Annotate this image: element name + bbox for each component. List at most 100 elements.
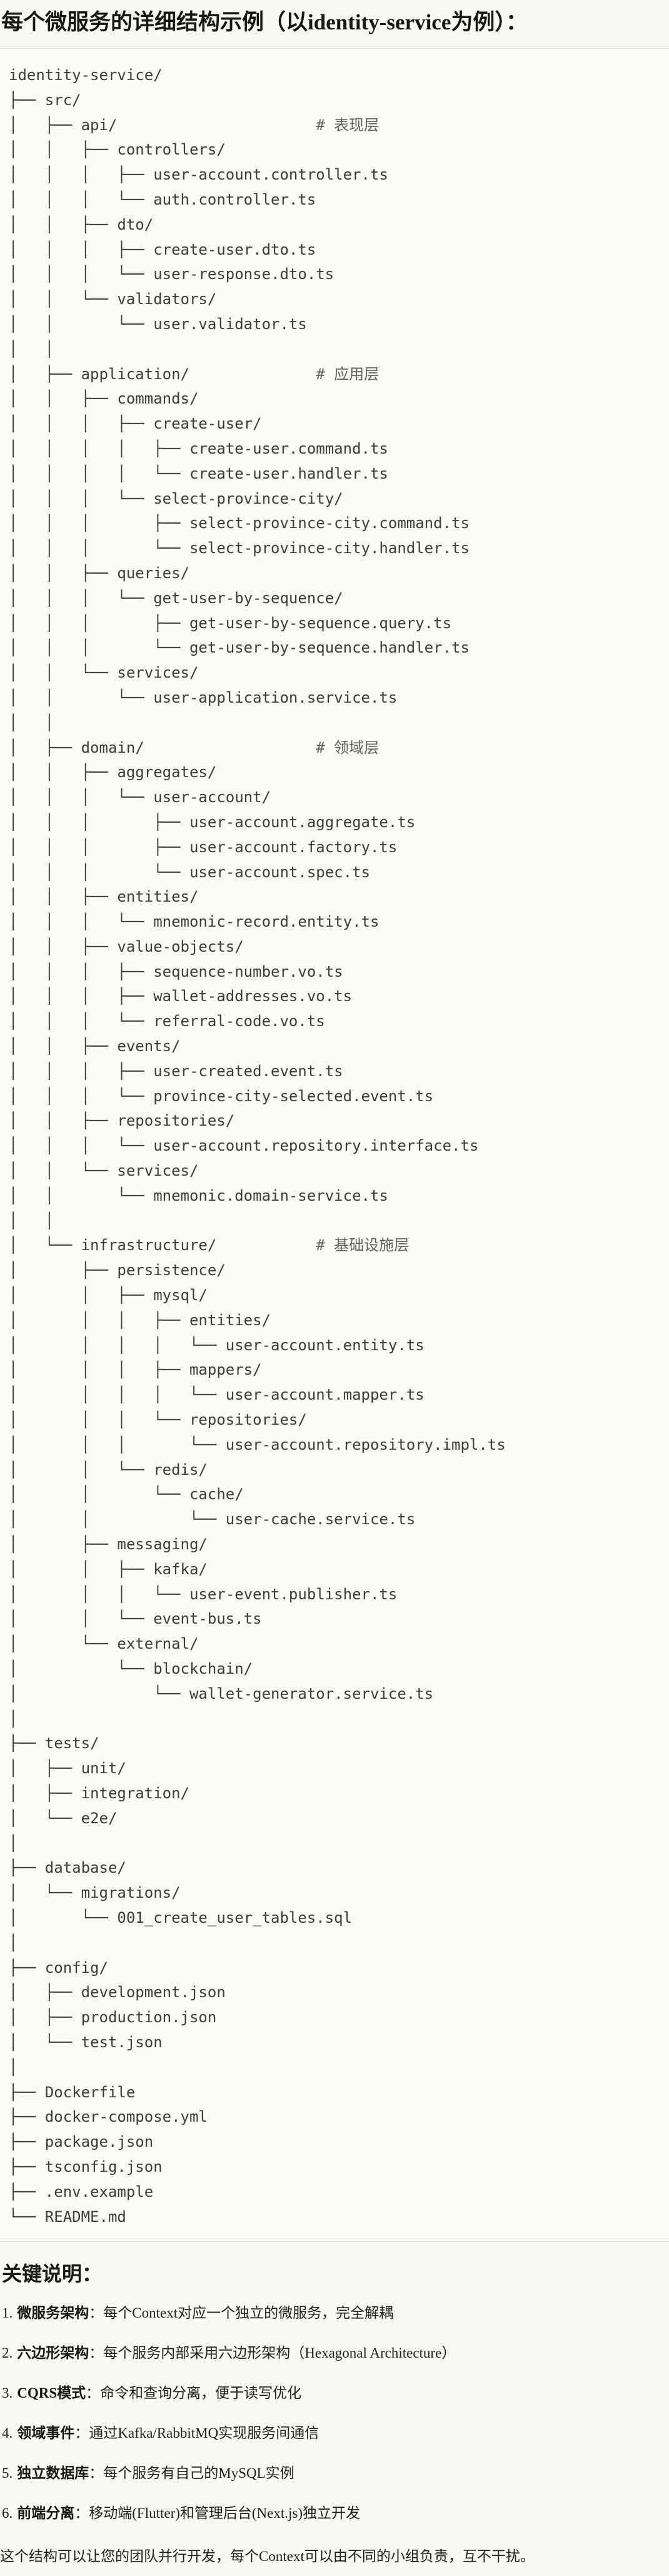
- tree-line: │ │: [9, 340, 54, 358]
- note-description: ：每个服务内部采用六边形架构（Hexagonal Architecture）: [89, 2345, 456, 2361]
- note-description: ：通过Kafka/RabbitMQ实现服务间通信: [74, 2425, 319, 2441]
- tree-line: │ │ │ └── user-event.publisher.ts: [9, 1585, 398, 1603]
- tree-line: │ │ │ └── auth.controller.ts: [9, 190, 316, 208]
- tree-line: │ │ │ │ └── user-account.mapper.ts: [9, 1386, 425, 1404]
- tree-line: │ │ ├── controllers/: [9, 141, 226, 159]
- tree-line: │ │ └── services/: [9, 1162, 199, 1180]
- tree-line: │ ├── unit/: [9, 1759, 126, 1778]
- tree-line: │ └── test.json: [9, 2033, 163, 2051]
- tree-line: ├── database/: [9, 1859, 126, 1877]
- note-number: 5.: [2, 2465, 13, 2482]
- tree-line: │ │ │ └── repositories/: [9, 1411, 307, 1429]
- page-title: 每个微服务的详细结构示例（以identity-service为例）：: [1, 10, 528, 34]
- tree-line: │ │ │ └── user-account/: [9, 788, 271, 807]
- tree-line: │ └── migrations/: [9, 1884, 181, 1902]
- tree-line: │ ├── production.json: [9, 2008, 217, 2027]
- tree-line: │ └── 001_create_user_tables.sql: [9, 1908, 353, 1927]
- tree-line: │ │ └── user-cache.service.ts: [9, 1510, 416, 1529]
- tree-line: ├── .env.example: [9, 2182, 154, 2201]
- note-item: 2.六边形架构：每个服务内部采用六边形架构（Hexagonal Architec…: [2, 2344, 669, 2362]
- note-item: 1.微服务架构：每个Context对应一个独立的微服务，完全解耦: [2, 2304, 669, 2322]
- tree-line: │ │ ├── aggregates/: [9, 763, 217, 781]
- tree-line: identity-service/: [9, 66, 163, 84]
- tree-line: │ │ ├── entities/: [9, 888, 199, 906]
- note-number: 6.: [2, 2505, 13, 2522]
- tree-line: │ │ │ └── get-user-by-sequence/: [9, 589, 343, 607]
- tree-line: │ │ │ └── referral-code.vo.ts: [9, 1012, 325, 1031]
- tree-line: │ │ │ └── user-response.dto.ts: [9, 265, 334, 283]
- tree-line: │ │ │ ├── create-user.dto.ts: [9, 240, 316, 258]
- note-term: CQRS模式: [17, 2385, 86, 2401]
- tree-line: │ │ │ │ └── create-user.handler.ts: [9, 464, 388, 482]
- tree-line: ├── package.json: [9, 2133, 154, 2151]
- tree-line: │ └── blockchain/: [9, 1660, 253, 1677]
- tree-line: │ │ │ └── province-city-selected.event.t…: [9, 1087, 434, 1105]
- tree-line: │ │ │ ├── user-created.event.ts: [9, 1062, 343, 1080]
- tree-line: │ │ │ ├── mappers/: [9, 1361, 262, 1379]
- tree-line: │ ├── development.json: [9, 1983, 226, 2002]
- tree-line: │ │ │ ├── select-province-city.command.t…: [9, 514, 470, 532]
- tree-comment: # 应用层: [316, 365, 380, 383]
- tree-line: ├── docker-compose.yml: [9, 2108, 208, 2126]
- tree-line: │ │ │ └── get-user-by-sequence.handler.t…: [9, 639, 470, 657]
- tree-line: ├── Dockerfile: [9, 2083, 136, 2101]
- note-number: 3.: [2, 2385, 13, 2401]
- note-number: 4.: [2, 2425, 13, 2441]
- tree-line: │ └── infrastructure/ # 基础设施层: [9, 1236, 410, 1255]
- note-term: 独立数据库: [17, 2465, 89, 2482]
- tree-line: │ │ │ ├── entities/: [9, 1311, 271, 1329]
- notes-heading: 关键说明：: [2, 2263, 103, 2286]
- tree-line: │ │ │ ├── user-account.controller.ts: [9, 166, 388, 184]
- tree-line: │ │ └── services/: [9, 664, 199, 682]
- tree-line: │ │ └── mnemonic.domain-service.ts: [9, 1186, 388, 1204]
- tree-line: │ │ ├── repositories/: [9, 1112, 235, 1130]
- tree-line: │ ├── messaging/: [9, 1535, 208, 1554]
- tree-line: ├── config/: [9, 1958, 108, 1977]
- tree-line: │ │: [9, 713, 54, 731]
- note-term: 领域事件: [17, 2425, 75, 2441]
- tree-line: │ ├── domain/ # 领域层: [9, 738, 380, 756]
- tree-line: │: [9, 1709, 18, 1728]
- tree-line: └── README.md: [9, 2207, 126, 2226]
- note-item: 3.CQRS模式：命令和查询分离，便于读写优化: [2, 2384, 669, 2402]
- note-term: 微服务架构: [17, 2305, 89, 2321]
- tree-line: │ │ ├── events/: [9, 1037, 181, 1056]
- tree-line: ├── tests/: [9, 1734, 99, 1753]
- tree-line: │ ├── integration/: [9, 1784, 189, 1802]
- tree-line: │ │ └── event-bus.ts: [9, 1610, 262, 1628]
- tree-line: │ │ ├── commands/: [9, 390, 199, 408]
- note-item: 6.前端分离：移动端(Flutter)和管理后台(Next.js)独立开发: [2, 2504, 669, 2522]
- tree-line: │ │ └── user-application.service.ts: [9, 688, 398, 706]
- tree-line: │ ├── api/ # 表现层: [9, 116, 380, 134]
- tree-line: │ │: [9, 1211, 54, 1229]
- tree-line: │ │ │ └── select-province-city/: [9, 489, 343, 507]
- tree-line: │ │ │ ├── create-user/: [9, 415, 262, 433]
- tree-line: │: [9, 1933, 18, 1952]
- tree-line: │ │ │ └── user-account.spec.ts: [9, 863, 370, 881]
- tree-line: │ └── external/: [9, 1635, 199, 1653]
- note-item: 4.领域事件：通过Kafka/RabbitMQ实现服务间通信: [2, 2424, 669, 2442]
- tree-line: │ │ └── user.validator.ts: [9, 315, 307, 333]
- tree-line: │ └── wallet-generator.service.ts: [9, 1684, 434, 1703]
- note-term: 六边形架构: [17, 2345, 89, 2361]
- tree-line: │ │ │ └── user-account.repository.interf…: [9, 1137, 479, 1155]
- tree-line: │ │ ├── dto/: [9, 215, 154, 233]
- tree-line: ├── src/: [9, 91, 81, 109]
- tree-line: │ │ │ └── user-account.repository.impl.t…: [9, 1435, 506, 1453]
- note-number: 2.: [2, 2345, 13, 2361]
- code-block: identity-service/ ├── src/ │ ├── api/ # 表现…: [0, 48, 669, 2243]
- tree-line: │ │ │ ├── wallet-addresses.vo.ts: [9, 987, 353, 1005]
- tree-line: │ │ │ │ └── user-account.entity.ts: [9, 1336, 425, 1354]
- note-description: ：命令和查询分离，便于读写优化: [86, 2385, 302, 2401]
- tree-line: │ │ │ ├── sequence-number.vo.ts: [9, 962, 343, 980]
- tree-comment: # 表现层: [316, 116, 380, 134]
- note-number: 1.: [2, 2305, 13, 2321]
- tree-line: │: [9, 2058, 18, 2076]
- tree-line: │ │ └── validators/: [9, 290, 217, 308]
- tree-line: │ │ ├── kafka/: [9, 1560, 208, 1578]
- note-item: 5.独立数据库：每个服务有自己的MySQL实例: [2, 2464, 669, 2482]
- tree-line: │ │ │ └── mnemonic-record.entity.ts: [9, 913, 380, 931]
- tree-line: │ │ │ ├── get-user-by-sequence.query.ts: [9, 614, 452, 632]
